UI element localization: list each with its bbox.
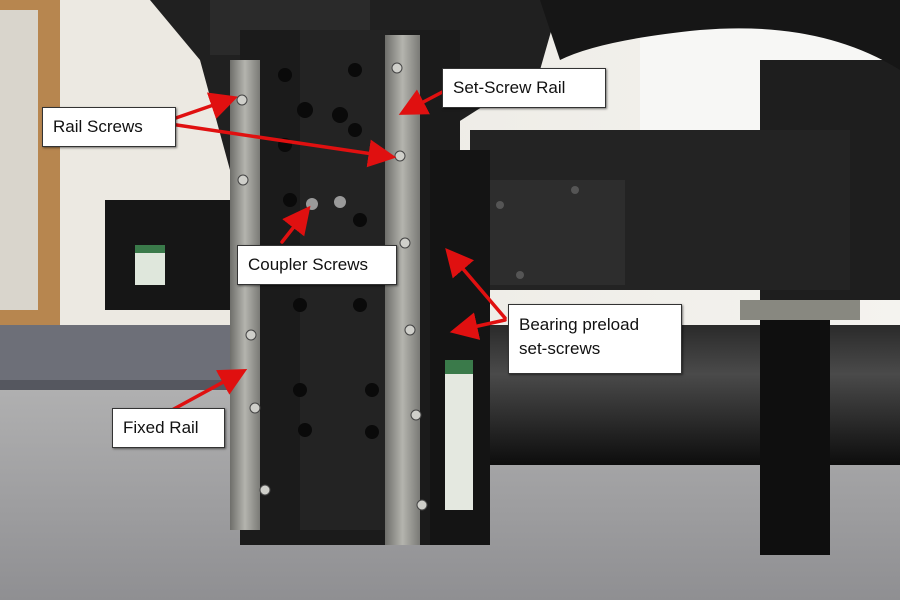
frame-arc (540, 0, 900, 70)
door-window (0, 10, 38, 310)
side-block (105, 200, 240, 310)
callout-set-screw-rail: Set-Screw Rail (442, 68, 606, 108)
cylinder-clamp (760, 300, 830, 555)
callout-coupler-screws: Coupler Screws (237, 245, 397, 285)
clamp-top-bar (740, 300, 860, 320)
callout-rail-screws: Rail Screws (42, 107, 176, 147)
set-screw-rail (385, 35, 420, 545)
callout-bearing-line2: set-screws (519, 339, 601, 358)
table-lip (0, 380, 250, 390)
table-edge (0, 325, 250, 385)
stage-label (445, 360, 473, 510)
arm-plate (475, 180, 625, 285)
fixed-rail (230, 60, 260, 530)
callout-bearing-line1: Bearing preload (519, 315, 640, 334)
callout-bearing-preload: Bearing preload set-screws (508, 304, 682, 374)
callout-fixed-rail: Fixed Rail (112, 408, 225, 448)
